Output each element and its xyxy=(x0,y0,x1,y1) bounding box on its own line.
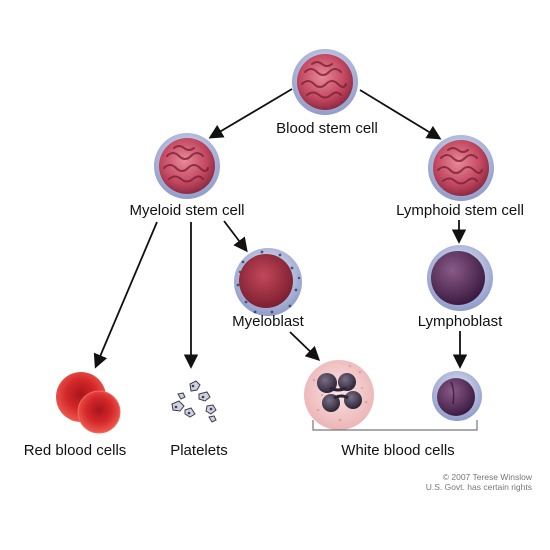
label-platelets: Platelets xyxy=(170,442,228,459)
arrows xyxy=(93,88,468,369)
platelets-icon xyxy=(171,380,217,423)
credit-line-2: U.S. Govt. has certain rights xyxy=(426,482,532,492)
label-myeloblast: Myeloblast xyxy=(232,313,305,330)
lymphoblast-icon xyxy=(427,245,493,311)
label-white-blood-cells: White blood cells xyxy=(341,442,454,459)
arrow-stem-to-lymphoid xyxy=(359,89,442,140)
arrow-myeloblast-to-neutrophil xyxy=(289,331,321,361)
white-blood-cells-bracket xyxy=(312,420,478,431)
lymphocyte-icon xyxy=(432,371,482,421)
credit-line-1: © 2007 Terese Winslow xyxy=(443,472,533,482)
label-myeloid-stem-cell: Myeloid stem cell xyxy=(129,202,244,219)
label-red-blood-cells: Red blood cells xyxy=(24,442,127,459)
myeloblast-icon xyxy=(234,248,302,316)
label-blood-stem-cell: Blood stem cell xyxy=(276,120,378,137)
arrow-myeloid-to-myeloblast xyxy=(223,220,248,253)
myeloid-stem-cell-icon xyxy=(154,133,220,199)
red-blood-cells-icon xyxy=(56,372,121,434)
arrow-myeloid-to-red-blood-cells xyxy=(93,221,158,369)
blood-stem-cell-icon xyxy=(292,49,358,115)
lymphoid-stem-cell-icon xyxy=(428,135,494,201)
label-lymphoblast: Lymphoblast xyxy=(418,313,503,330)
arrow-stem-to-myeloid xyxy=(208,88,293,139)
neutrophil-icon xyxy=(304,360,374,430)
label-lymphoid-stem-cell: Lymphoid stem cell xyxy=(396,202,524,219)
